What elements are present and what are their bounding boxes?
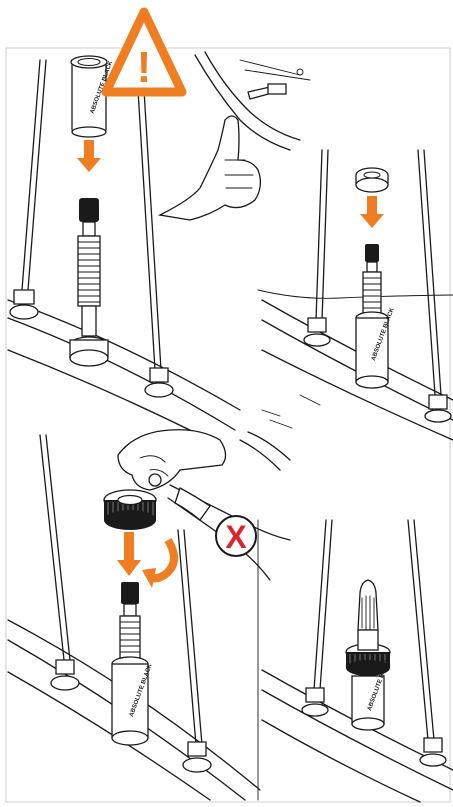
- warning-exclamation: !: [137, 43, 152, 92]
- arrow-down-icon: [117, 532, 141, 576]
- panel-3-tighten-nut: X ABSOLUTE BLACK: [8, 430, 290, 800]
- rotate-arrow-icon: [142, 540, 174, 588]
- panel-4-cap-installed: ABSOLUTE BLACK: [262, 520, 453, 802]
- presta-valve: [70, 198, 108, 366]
- panel-1-insert-valve: ABSOLUTE BLACK: [8, 12, 310, 440]
- arrow-down-icon: [360, 196, 384, 228]
- hand-holding-valve: [160, 52, 310, 220]
- forbidden-x-icon: X: [216, 516, 256, 556]
- arrow-down-icon: [77, 140, 101, 172]
- forbidden-x-label: X: [225, 519, 247, 555]
- valve-with-cap: ABSOLUTE BLACK: [346, 580, 392, 730]
- presta-valve-with-nut: ABSOLUTE BLACK: [112, 582, 154, 745]
- warning-triangle-icon: !: [106, 12, 182, 92]
- panel-2-washer-on-valve: ABSOLUTE BLACK: [262, 150, 453, 440]
- knurled-lock-nut: [104, 490, 156, 530]
- presta-valve-installed: ABSOLUTE BLACK: [356, 244, 396, 388]
- valve-washer: [356, 168, 388, 192]
